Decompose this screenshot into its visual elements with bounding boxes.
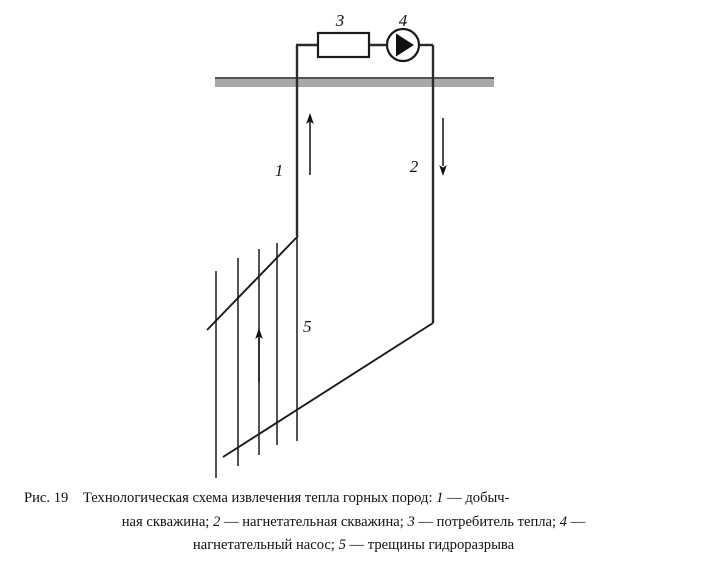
caption-line-2: ная скважина; 2 — нагнетательная скважин…	[0, 511, 707, 535]
caption-item-1: 1	[436, 490, 444, 506]
ground-surface	[215, 77, 494, 87]
figure-caption: Рис. 19 Технологическая схема извлечения…	[0, 487, 707, 558]
caption-line2-c: — потребитель тепла;	[414, 513, 560, 530]
caption-line2-b: — нагнетательная скважина;	[220, 513, 408, 530]
ground-band	[215, 79, 494, 87]
injection-pump-symbol	[385, 27, 421, 63]
caption-line3-b: — трещины гидроразрыва	[345, 537, 515, 553]
caption-item-2: 2	[213, 513, 221, 530]
fracture-arrow-head	[255, 328, 263, 339]
figure-diagram: 3 4 1 2 5	[206, 11, 494, 478]
label-injection-pump: 4	[399, 11, 408, 30]
caption-line3-a: нагнетательный насос;	[192, 537, 339, 553]
fracture-lower-boundary	[222, 322, 434, 458]
pump-triangle-icon	[396, 33, 414, 57]
fracture-upper-boundary	[206, 235, 299, 331]
fracture-plane-boundaries	[206, 235, 434, 458]
caption-line2-d: —	[567, 513, 586, 530]
caption-line1-tail: — добыч-	[443, 490, 510, 506]
flow-arrow-down-injection	[439, 118, 447, 176]
flow-arrow-up-fracture	[255, 328, 263, 382]
caption-item-5: 5	[338, 537, 346, 553]
production-arrow-head	[306, 113, 314, 124]
surface-pipe-loop	[295, 43, 435, 83]
caption-figure-number: Рис. 19	[24, 490, 69, 506]
injection-arrow-head	[439, 165, 447, 176]
caption-title: Технологическая схема извлечения тепла г…	[82, 490, 437, 506]
label-injection-well: 2	[410, 157, 419, 176]
caption-line-1: Рис. 19 Технологическая схема извлечения…	[0, 487, 707, 511]
caption-item-4: 4	[559, 513, 568, 530]
label-production-well: 1	[275, 161, 284, 180]
heat-consumer-box	[316, 31, 371, 59]
caption-item-3: 3	[407, 513, 415, 530]
caption-line-3: нагнетательный насос; 5 — трещины гидрор…	[0, 534, 707, 558]
caption-line2-a: ная скважина;	[121, 513, 213, 530]
fracture-lines-group	[215, 238, 298, 478]
flow-arrow-up-production	[306, 113, 314, 175]
label-hydraulic-fractures: 5	[303, 317, 312, 336]
geothermal-scheme-svg: 3 4 1 2 5	[206, 11, 494, 478]
caption-gap	[68, 490, 83, 506]
label-heat-consumer: 3	[335, 11, 345, 30]
